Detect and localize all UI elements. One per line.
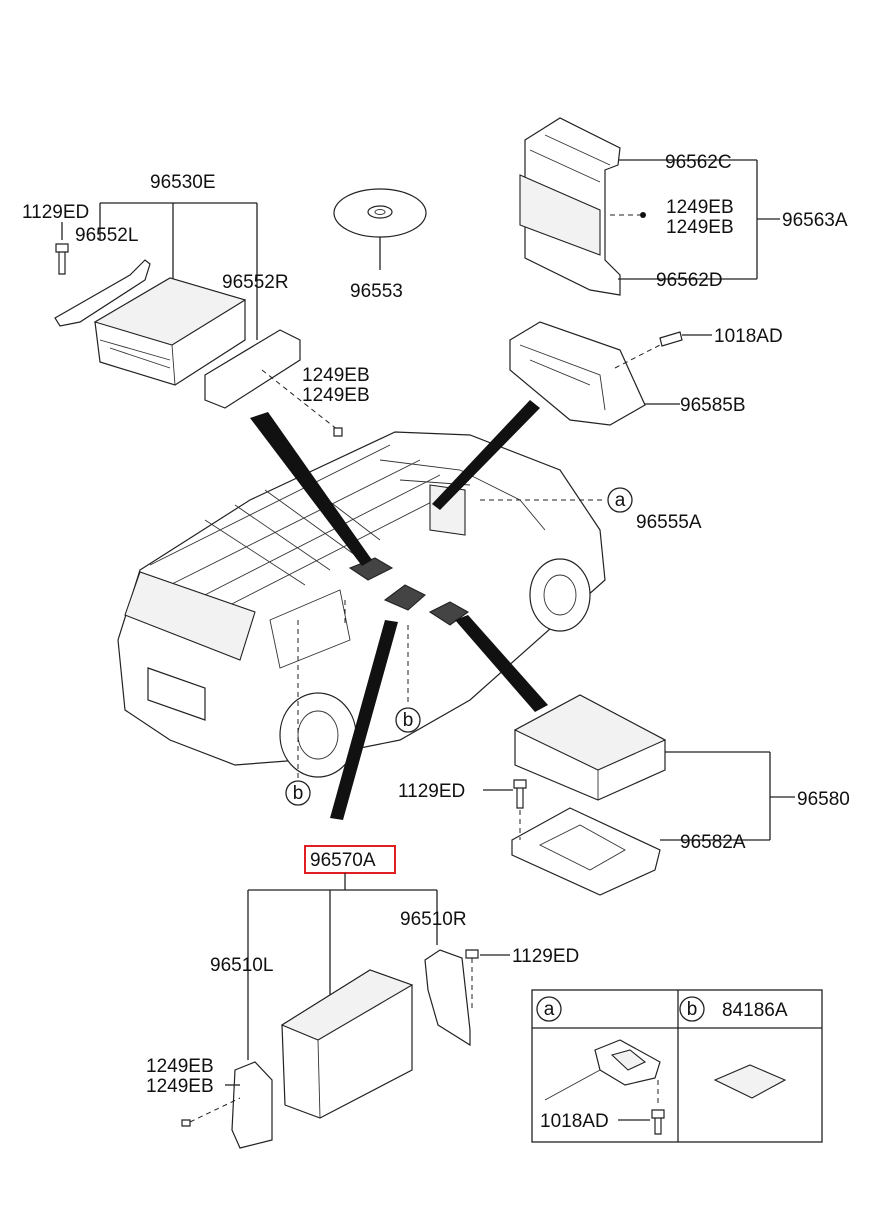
svg-text:a: a	[615, 490, 626, 511]
svg-text:b: b	[403, 710, 414, 731]
highlight-box	[304, 845, 396, 874]
label-1129ED-top: 1129ED	[22, 202, 89, 223]
disc-96553	[333, 188, 427, 270]
label-96553: 96553	[350, 281, 403, 302]
label-1249EB-c1: 1249EB	[146, 1056, 214, 1077]
label-96570A: 96570A	[310, 850, 376, 871]
svg-text:b: b	[293, 783, 304, 804]
label-96552R: 96552R	[222, 272, 289, 293]
label-1249EB-c2: 1249EB	[146, 1076, 214, 1097]
callout-b-box: b	[679, 996, 705, 1022]
pointer-arrows	[250, 400, 548, 820]
label-96510R: 96510R	[400, 909, 467, 930]
label-84186A: 84186A	[722, 1000, 788, 1021]
label-1018AD-box: 1018AD	[540, 1111, 609, 1132]
label-1249EB-a1: 1249EB	[302, 365, 370, 386]
label-1129ED-mid: 1129ED	[398, 781, 465, 802]
label-96530E: 96530E	[150, 172, 216, 193]
label-1249EB-b1: 1249EB	[666, 197, 734, 218]
callout-a-box: a	[536, 996, 562, 1022]
head-unit-96563A	[519, 117, 780, 296]
label-1018AD-top: 1018AD	[714, 326, 783, 347]
label-96562C: 96562C	[665, 152, 732, 173]
vehicle-outline	[117, 431, 606, 780]
label-96562D: 96562D	[656, 270, 723, 291]
amplifier-assembly-96530E	[54, 202, 343, 437]
control-panel-96585B	[509, 321, 712, 426]
label-96563A: 96563A	[782, 210, 848, 231]
label-96585B: 96585B	[680, 395, 746, 416]
module-96580	[483, 694, 795, 896]
callout-b-center: b	[395, 707, 421, 733]
label-96580: 96580	[797, 789, 850, 810]
callout-a-main: a	[607, 487, 633, 513]
label-1249EB-b2: 1249EB	[666, 217, 734, 238]
label-1129ED-bot: 1129ED	[512, 946, 579, 967]
module-96570A	[181, 845, 510, 1149]
label-96552L: 96552L	[75, 225, 138, 246]
label-96582A: 96582A	[680, 832, 746, 853]
label-1249EB-a2: 1249EB	[302, 385, 370, 406]
svg-text:a: a	[544, 999, 555, 1020]
callout-b-left: b	[285, 780, 311, 806]
legend-table	[531, 989, 823, 1143]
label-96555A: 96555A	[636, 512, 702, 533]
svg-text:b: b	[687, 999, 698, 1020]
label-96510L: 96510L	[210, 955, 273, 976]
